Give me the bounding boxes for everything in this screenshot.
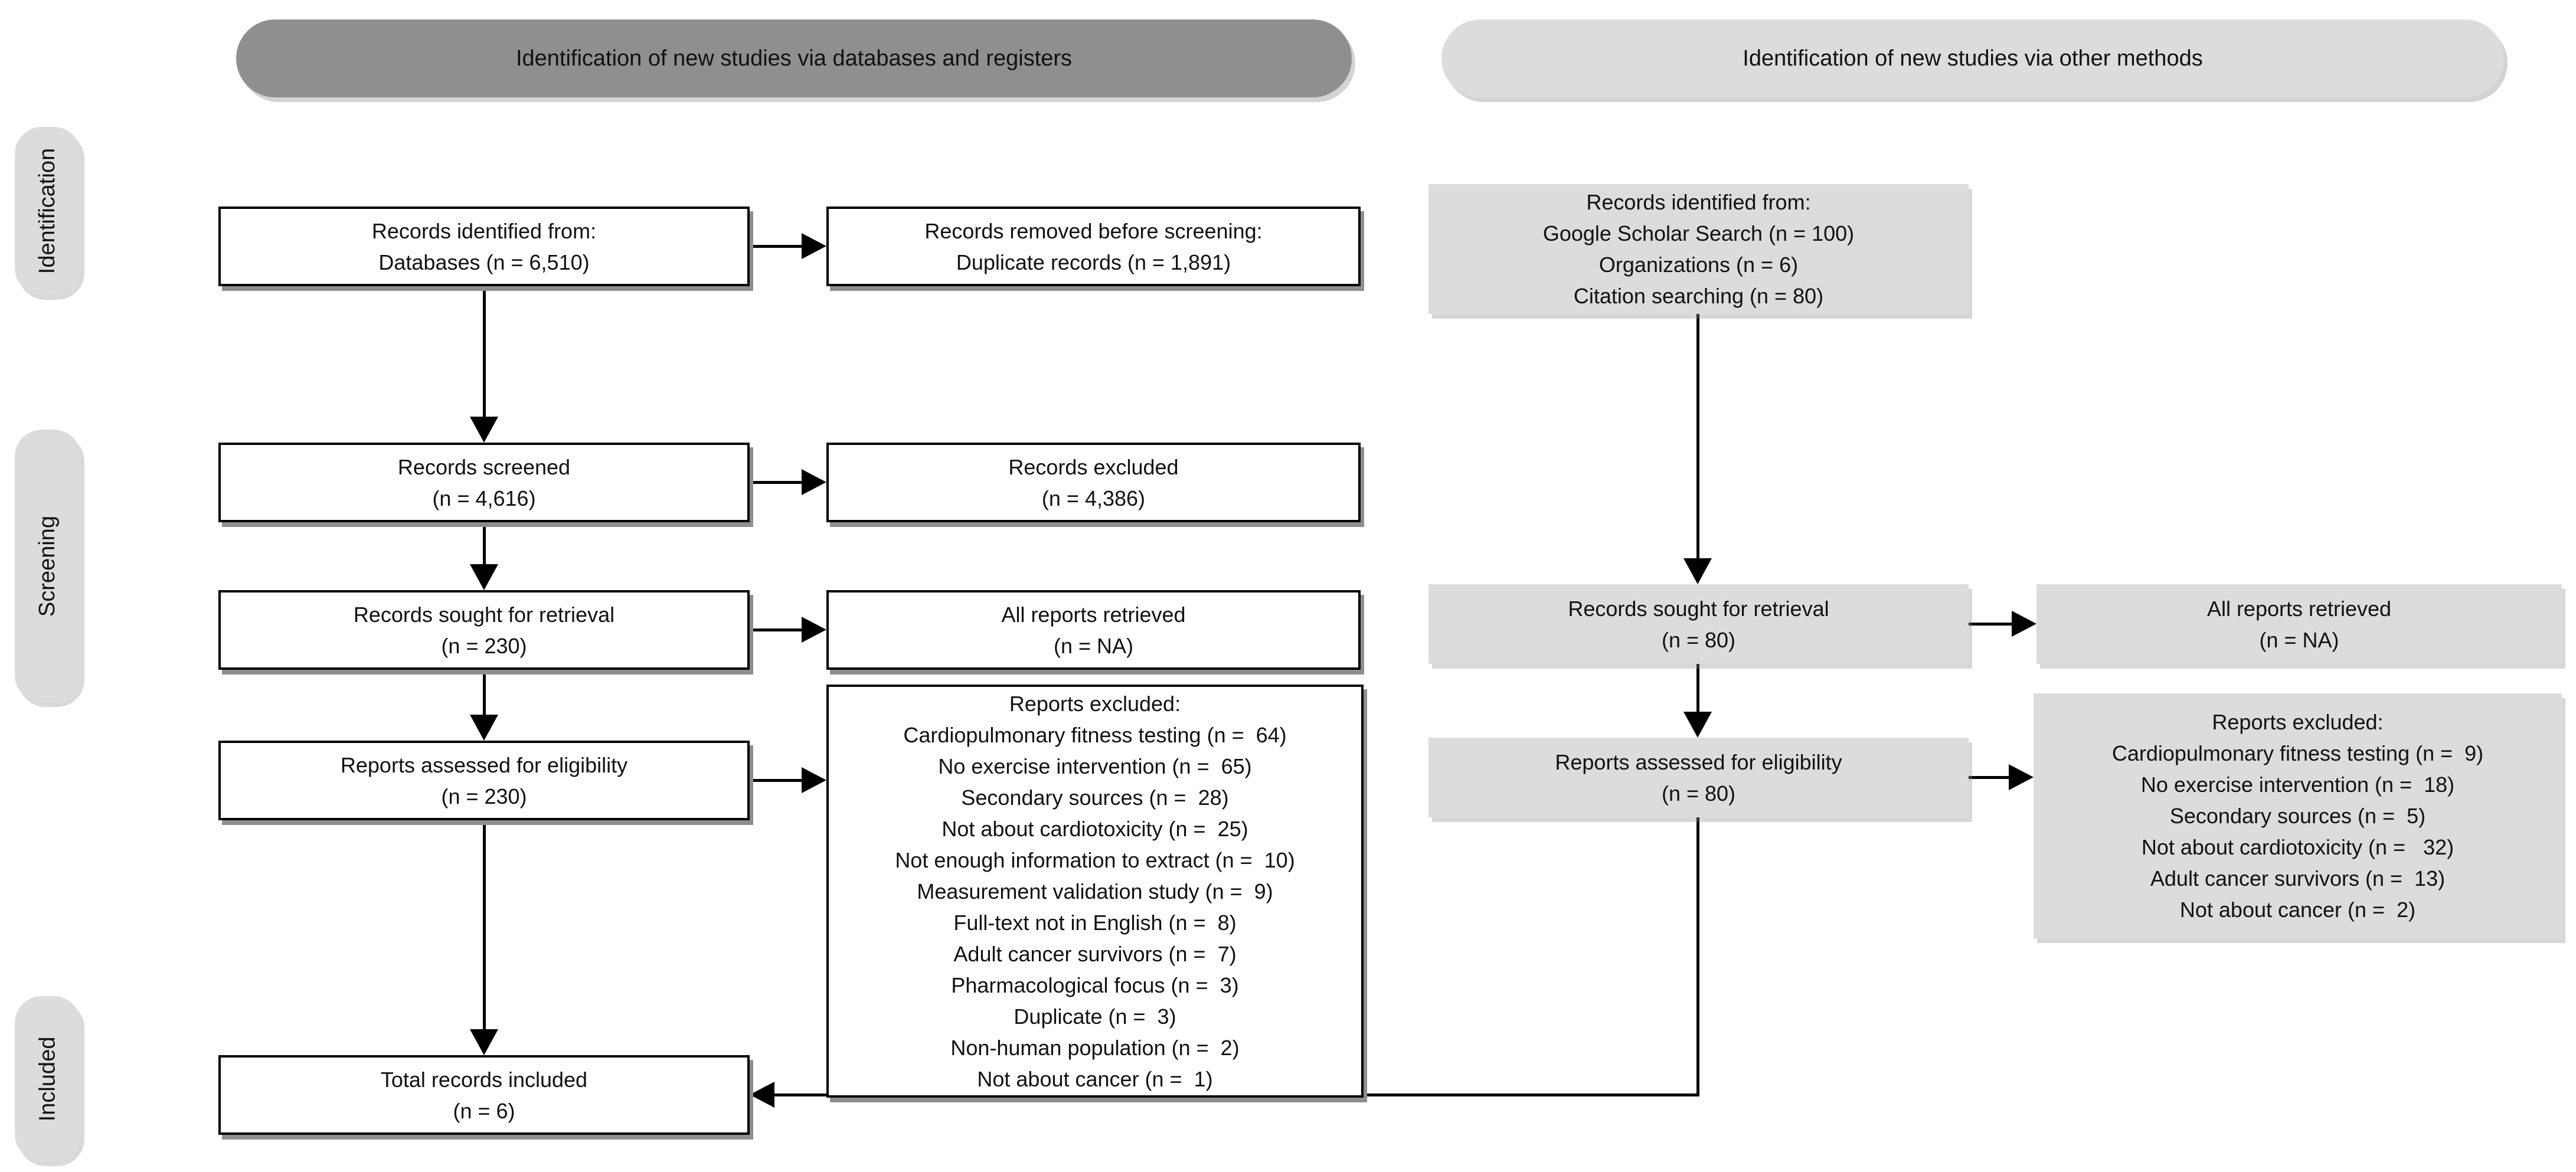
box-reports-excluded-other-text: Reports excluded: Cardiopulmonary fitnes… xyxy=(2111,710,2484,922)
header-databases-registers-label: Identification of new studies via databa… xyxy=(515,45,1073,71)
arrowhead-other-assessed-to-reports-excluded xyxy=(2009,764,2034,790)
box-records-identified-other-methods: Records identified from: Google Scholar … xyxy=(1428,184,1969,314)
box-records-sought-retrieval-other-text: Records sought for retrieval (n = 80) xyxy=(1568,596,1829,652)
arrowhead-other-to-total-included xyxy=(750,1082,774,1108)
line-sought-to-assessed xyxy=(483,670,486,715)
line-identified-to-screened xyxy=(483,286,486,419)
box-total-records-included-text: Total records included (n = 6) xyxy=(380,1067,588,1123)
stage-screening-text: Screening xyxy=(35,515,60,617)
box-reports-excluded-databases: Reports excluded: Cardiopulmonary fitnes… xyxy=(826,685,1364,1098)
line-assessed-to-total-included xyxy=(483,820,486,1029)
header-databases-registers: Identification of new studies via databa… xyxy=(236,19,1352,97)
line-identified-to-removed xyxy=(750,245,804,248)
line-other-sought-to-assessed xyxy=(1696,664,1699,712)
arrowhead-assessed-to-reports-excluded xyxy=(802,767,826,793)
box-records-screened: Records screened (n = 4,616) xyxy=(218,443,750,522)
box-records-identified-other-methods-text: Records identified from: Google Scholar … xyxy=(1542,190,1855,308)
line-assessed-to-reports-excluded xyxy=(750,779,804,782)
stage-included-text: Included xyxy=(35,1036,60,1121)
box-all-reports-retrieved-other-text: All reports retrieved (n = NA) xyxy=(2206,596,2392,652)
box-reports-assessed-eligibility-other-text: Reports assessed for eligibility (n = 80… xyxy=(1555,749,1842,806)
box-records-sought-retrieval-databases-text: Records sought for retrieval (n = 230) xyxy=(353,602,615,658)
arrowhead-sought-to-retrieved xyxy=(802,617,826,643)
box-records-screened-text: Records screened (n = 4,616) xyxy=(397,454,571,510)
stage-label-included: Included xyxy=(15,996,81,1161)
line-sought-to-retrieved xyxy=(750,628,804,631)
box-reports-assessed-eligibility-other: Reports assessed for eligibility (n = 80… xyxy=(1428,738,1969,817)
box-reports-excluded-databases-text: Reports excluded: Cardiopulmonary fitnes… xyxy=(895,691,1295,1091)
box-records-identified-databases-text: Records identified from: Databases (n = … xyxy=(371,218,597,274)
arrowhead-other-sought-to-assessed xyxy=(1683,712,1712,738)
box-records-identified-databases: Records identified from: Databases (n = … xyxy=(218,207,750,286)
box-reports-assessed-eligibility-databases: Reports assessed for eligibility (n = 23… xyxy=(218,741,750,820)
box-reports-assessed-eligibility-databases-text: Reports assessed for eligibility (n = 23… xyxy=(340,752,628,808)
arrowhead-screened-to-excluded xyxy=(802,469,826,495)
line-screened-to-excluded xyxy=(750,481,804,484)
arrowhead-identified-to-removed xyxy=(802,233,826,259)
arrowhead-other-identified-to-sought xyxy=(1683,558,1712,584)
box-all-reports-retrieved-databases-text: All reports retrieved (n = NA) xyxy=(1001,602,1186,658)
box-records-removed-before-screening-text: Records removed before screening: Duplic… xyxy=(924,218,1263,274)
arrowhead-identified-to-screened xyxy=(470,417,498,443)
box-all-reports-retrieved-other: All reports retrieved (n = NA) xyxy=(2036,584,2562,664)
line-screened-to-sought xyxy=(483,522,486,564)
arrowhead-assessed-to-total-included xyxy=(470,1029,498,1055)
arrowhead-screened-to-sought xyxy=(470,564,498,590)
header-other-methods: Identification of new studies via other … xyxy=(1441,19,2504,97)
line-other-assessed-to-reports-excluded xyxy=(1969,776,2009,779)
line-other-identified-to-sought xyxy=(1696,314,1699,558)
box-records-excluded: Records excluded (n = 4,386) xyxy=(826,443,1361,522)
box-records-sought-retrieval-databases: Records sought for retrieval (n = 230) xyxy=(218,590,750,670)
stage-label-identification: Identification xyxy=(15,127,81,295)
line-other-sought-to-retrieved xyxy=(1969,623,2012,626)
box-reports-excluded-other: Reports excluded: Cardiopulmonary fitnes… xyxy=(2034,693,2562,938)
line-other-assessed-down xyxy=(1696,817,1699,1096)
header-other-methods-label: Identification of new studies via other … xyxy=(1743,45,2203,71)
box-records-sought-retrieval-other: Records sought for retrieval (n = 80) xyxy=(1428,584,1969,664)
box-records-excluded-text: Records excluded (n = 4,386) xyxy=(1008,454,1179,510)
arrowhead-sought-to-assessed xyxy=(470,715,498,741)
box-records-removed-before-screening: Records removed before screening: Duplic… xyxy=(826,207,1361,286)
stage-identification-text: Identification xyxy=(35,148,60,274)
stage-label-screening: Screening xyxy=(15,430,81,702)
box-all-reports-retrieved-databases: All reports retrieved (n = NA) xyxy=(826,590,1361,670)
box-total-records-included: Total records included (n = 6) xyxy=(218,1055,750,1135)
arrowhead-other-sought-to-retrieved xyxy=(2012,611,2036,637)
